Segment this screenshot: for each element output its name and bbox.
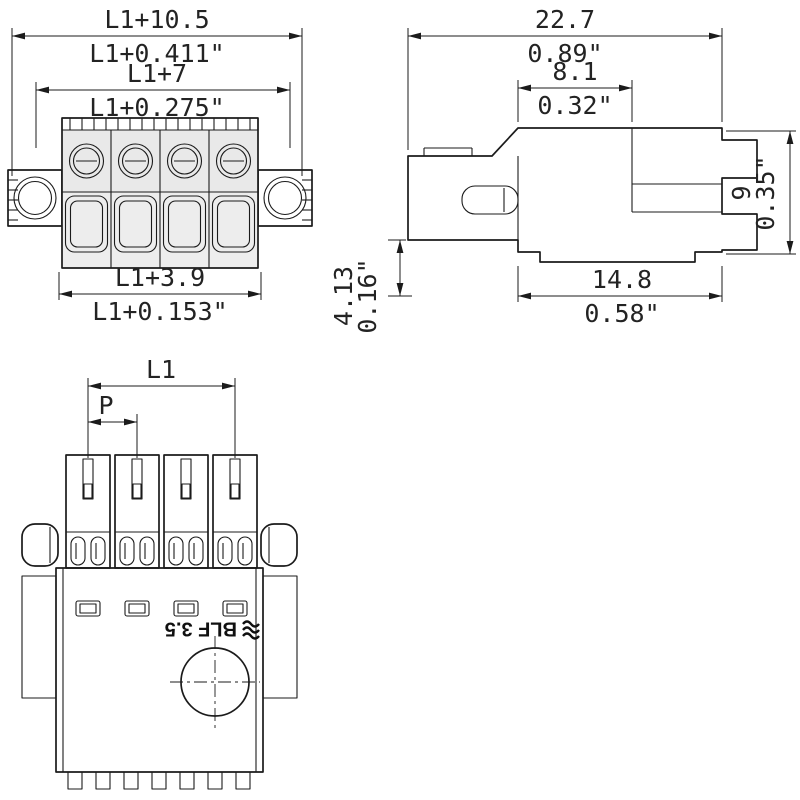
front-view: L1+10.5 L1+0.411" L1+7 L1+0.275" (7, 5, 313, 326)
right-peg (260, 523, 298, 567)
dim-label-lower-mm: L1+3.9 (115, 263, 205, 292)
dim-overall-width: L1+10.5 L1+0.411" (11, 5, 303, 176)
dim-label-front-depth-mm: 8.1 (552, 57, 597, 86)
flange-serration (302, 179, 312, 221)
left-flange (7, 169, 63, 227)
side-body (407, 127, 758, 263)
dim-label-depth-mm: 22.7 (535, 5, 595, 34)
dim-label-housing-depth-in: 0.58" (584, 299, 659, 328)
pole-towers (65, 454, 258, 569)
pole (163, 454, 209, 569)
left-peg (21, 523, 59, 567)
flange-screw-hole (263, 176, 307, 220)
flange-screw-hole (13, 176, 57, 220)
dim-label-offset-in: 0.16" (353, 258, 382, 333)
marking-text: BLF 3.5 (165, 618, 237, 640)
dim-height: 9 0.35" (726, 130, 796, 255)
latch-rib (423, 147, 473, 156)
dim-total-depth: 22.7 0.89" (407, 5, 723, 150)
dim-upper-width: L1+7 L1+0.275" (35, 59, 291, 148)
dim-label-depth-in: 0.89" (527, 39, 602, 68)
dim-label-height-mm: 9 (727, 185, 756, 200)
bottom-teeth (67, 771, 251, 790)
contact-pin (461, 185, 519, 215)
side-view: 22.7 0.89" 8.1 0.32" (329, 5, 796, 334)
dim-pitch: P (88, 391, 138, 458)
weidmueller-logo-icon (242, 620, 260, 640)
cell-dividers (110, 130, 210, 268)
dim-label-upper-mm: L1+7 (127, 59, 187, 88)
product-marking: BLF 3.5 (165, 618, 260, 640)
dim-label-offset-mm: 4.13 (329, 266, 358, 326)
front-body (61, 117, 259, 269)
mounting-hole (170, 636, 260, 728)
dim-length-l1: L1 (87, 355, 236, 458)
dim-lower-width: L1+3.9 L1+0.153" (58, 263, 262, 326)
rear-recess (631, 128, 722, 213)
housing-body: BLF 3.5 (21, 567, 298, 790)
clamp-screws (68, 143, 252, 179)
left-ear (21, 575, 57, 699)
dim-housing-depth: 14.8 0.58" (517, 265, 723, 328)
dim-label-overall-mm: L1+10.5 (104, 5, 209, 34)
dim-label-lower-in: L1+0.153" (92, 297, 227, 326)
dim-label-l1: L1 (146, 355, 176, 384)
grip-texture-ticks (69, 118, 251, 130)
dim-label-height-in: 0.35" (751, 155, 780, 230)
pole (114, 454, 160, 569)
dim-label-housing-depth-mm: 14.8 (592, 265, 652, 294)
vent-slots (75, 600, 248, 617)
pole (212, 454, 258, 569)
dim-label-pitch: P (98, 391, 113, 420)
flange-screw (17, 180, 53, 216)
flange-serration (8, 179, 18, 221)
top-view: L1 P (21, 355, 298, 790)
dim-label-front-depth-in: 0.32" (537, 91, 612, 120)
right-ear (262, 575, 298, 699)
pole (65, 454, 111, 569)
dim-label-overall-in: L1+0.411" (89, 39, 224, 68)
flange-screw (267, 180, 303, 216)
dim-offset: 4.13 0.16" (329, 239, 412, 334)
wire-entries (64, 195, 256, 253)
dim-front-depth: 8.1 0.32" (517, 57, 633, 122)
right-flange (257, 169, 313, 227)
